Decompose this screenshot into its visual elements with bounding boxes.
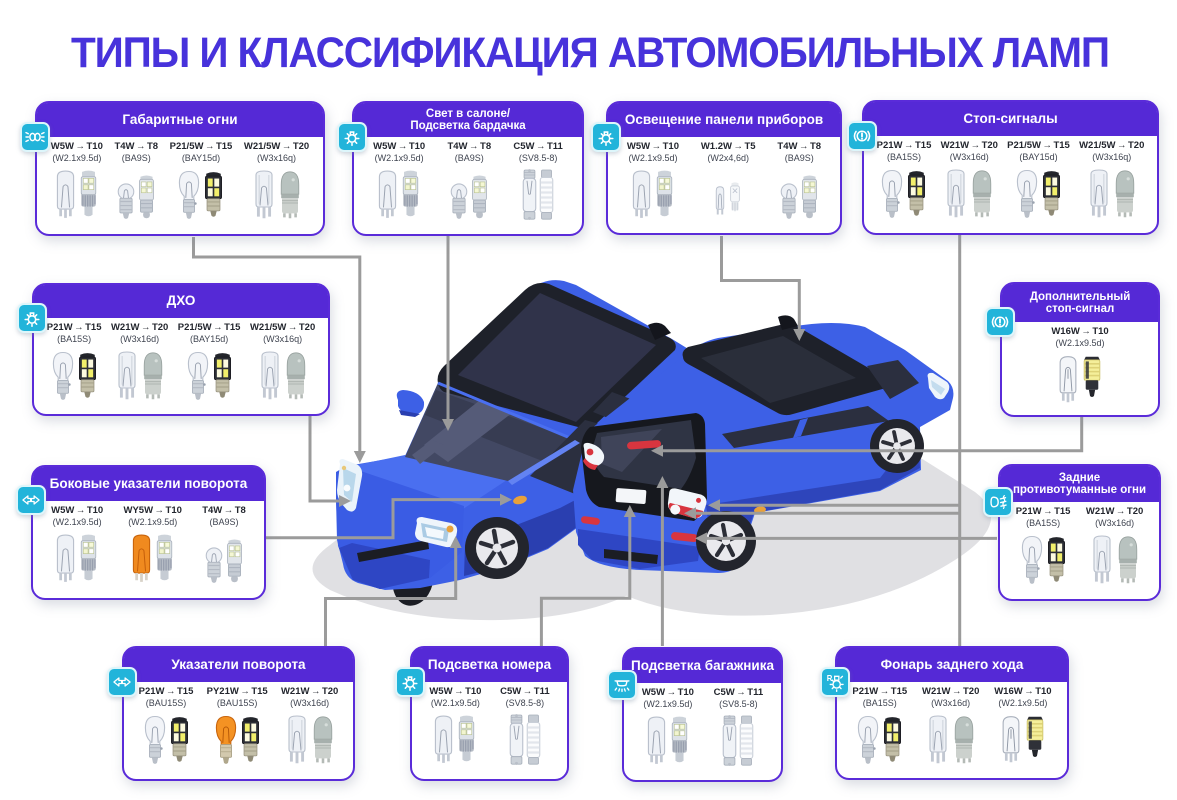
svg-text:R: R [827,674,833,683]
